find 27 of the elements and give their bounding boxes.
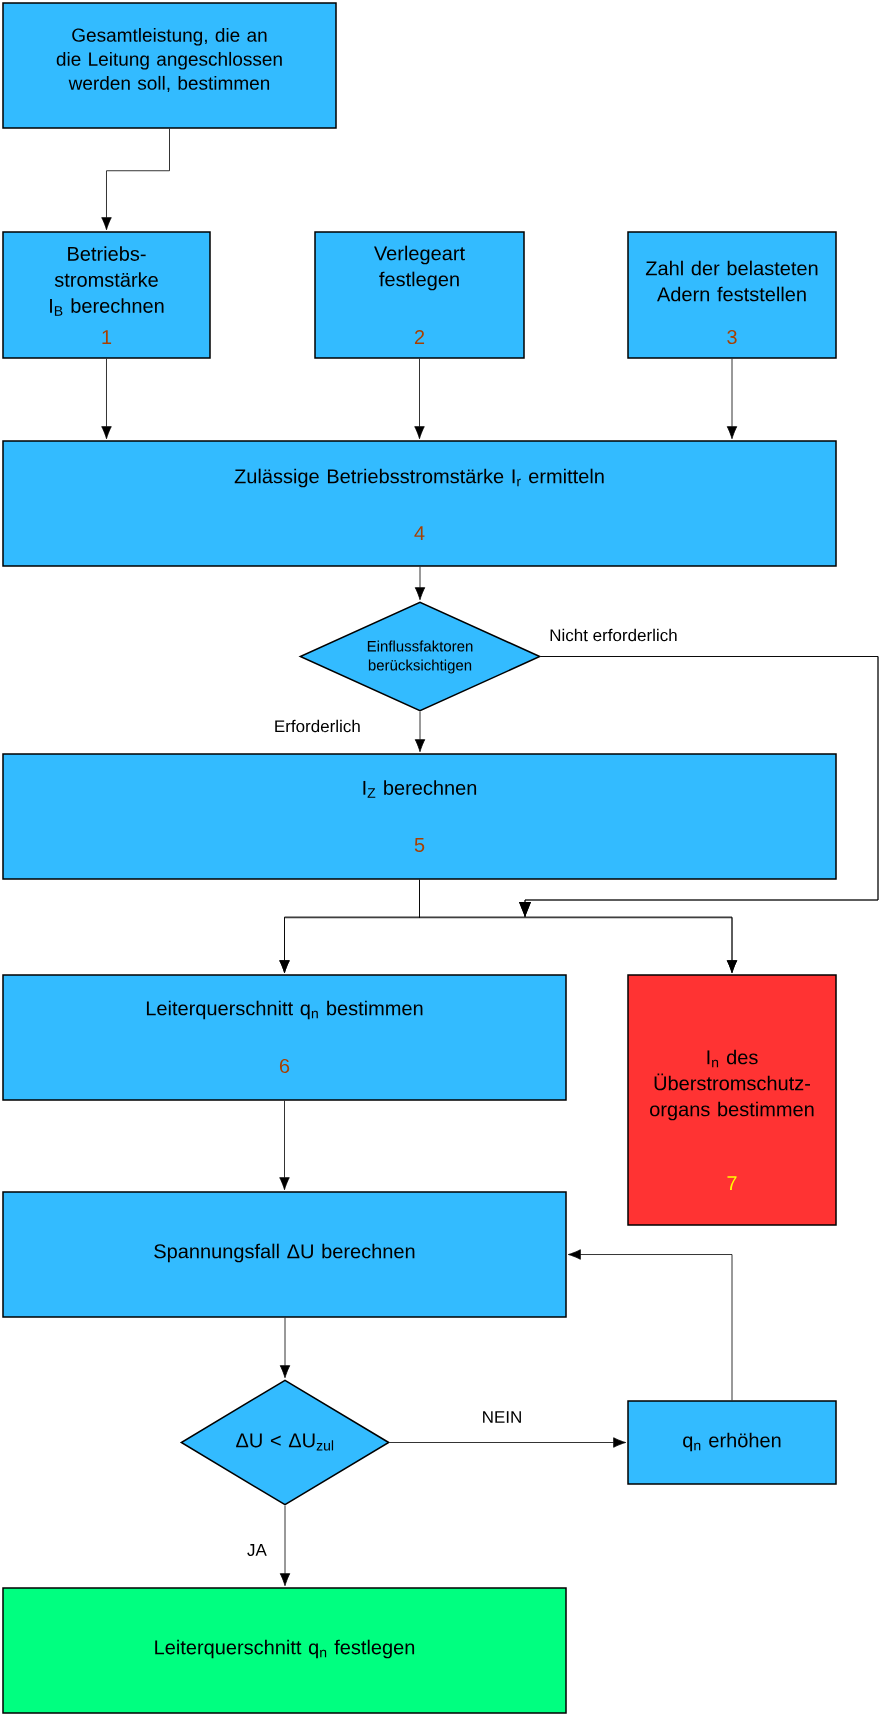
process-box: Leiterquerschnitt q$_{n}$ festlegen <box>2 1587 567 1714</box>
edge-label: Nicht erforderlich <box>548 627 679 643</box>
process-box: I$_{n}$ des Überstromschutz- organs bestimmen 7 <box>627 974 837 1226</box>
arrow <box>726 358 738 440</box>
process-box: Zahl der belasteten Adern feststellen 3 <box>627 231 837 359</box>
arrow <box>101 128 170 231</box>
edge-label: Erforderlich <box>272 718 362 734</box>
arrow <box>414 711 426 753</box>
edge-label: JA <box>245 1543 268 1557</box>
arrow <box>101 358 112 440</box>
arrow <box>389 1437 627 1448</box>
process-box: Gesamtleistung, die an die Leitung angeschlossen werden soll, bestimmen <box>2 2 337 129</box>
arrow <box>414 566 426 601</box>
process-box: Zulässige Betriebsstromstärke I$_{r}$ ermitteln 4 <box>2 440 837 567</box>
arrow <box>279 1317 291 1379</box>
process-box: Leiterquerschnitt q$_{n}$ bestimmen 6 <box>2 974 567 1101</box>
arrow <box>419 879 738 974</box>
edge-label: NEIN <box>480 1410 524 1424</box>
process-box: Spannungsfall ΔU berechnen <box>2 1191 567 1318</box>
arrow <box>279 1100 290 1191</box>
arrow <box>279 1505 291 1587</box>
process-box: Betriebs- stromstärke I$_{B}$ berechnen 1 <box>2 231 211 359</box>
arrow <box>567 1249 733 1401</box>
process-box: Verlegeart festlegen 2 <box>314 231 525 359</box>
arrow <box>414 358 425 440</box>
process-box: q$_{n}$ erhöhen <box>627 1400 837 1485</box>
process-box: I$_{Z}$ berechnen 5 <box>2 753 837 880</box>
